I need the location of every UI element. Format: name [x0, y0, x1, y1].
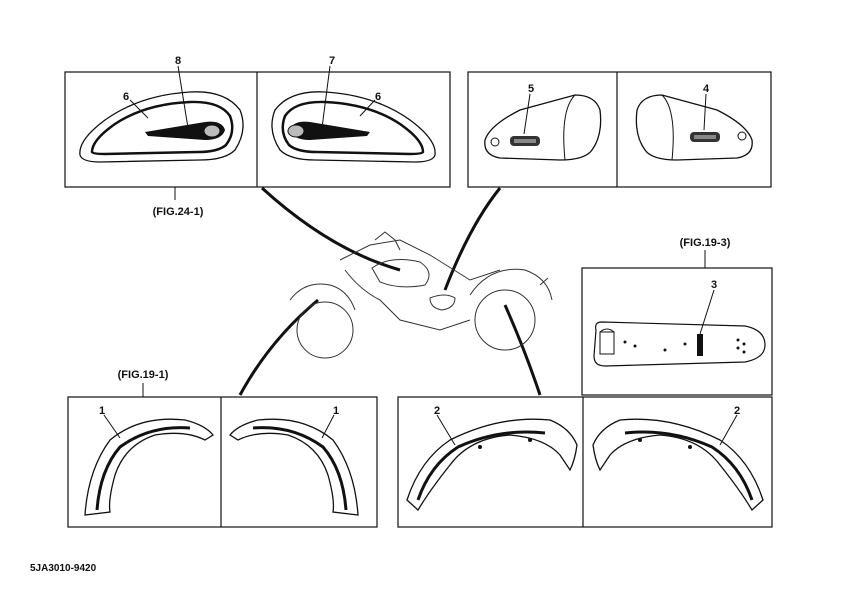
- callout-3: 3: [711, 279, 717, 291]
- front-fender-left-graphic: [84, 418, 214, 516]
- callout-6-left: 6: [123, 91, 129, 103]
- callout-7: 7: [329, 55, 335, 67]
- tank-left-graphic: [79, 91, 244, 163]
- rear-fender-right-graphic: [592, 418, 764, 512]
- callout-8: 8: [175, 55, 181, 67]
- callout-2-left: 2: [434, 405, 440, 417]
- panel-rear-fender-top: (FIG.19-3) 3: [581, 237, 773, 396]
- callout-2-right: 2: [734, 405, 740, 417]
- panel-fuel-tank: 8 6 7 6 (FIG.24-1): [64, 55, 451, 218]
- fender-top-graphic: [593, 321, 766, 367]
- motorcycle-outline: [289, 231, 553, 359]
- panel-rear-fender: 2 2: [397, 396, 773, 528]
- side-cover-left-graphic: [484, 94, 602, 161]
- diagram-code: 5JA3010-9420: [30, 563, 97, 574]
- fig-ref-19-1: (FIG.19-1): [118, 369, 169, 381]
- leader-lines: [238, 186, 542, 396]
- fig-ref-19-3: (FIG.19-3): [680, 237, 731, 249]
- callout-line-3: [699, 289, 715, 335]
- callout-5: 5: [528, 83, 534, 95]
- callout-lines-covers: [523, 93, 707, 135]
- tank-right-graphic: [271, 91, 436, 163]
- callout-6-right: 6: [375, 91, 381, 103]
- front-fender-right-graphic: [229, 418, 359, 516]
- callout-1-right: 1: [333, 405, 339, 417]
- panel-side-covers: 5 4: [467, 71, 772, 188]
- rear-fender-left-graphic: [406, 418, 578, 512]
- side-cover-right-graphic: [635, 94, 753, 161]
- callout-4: 4: [703, 83, 710, 95]
- callout-lines-tank: [129, 65, 376, 129]
- callout-1-left: 1: [99, 405, 105, 417]
- callout-lines-front-fender: [103, 414, 335, 439]
- panel-front-fender: (FIG.19-1) 1 1: [67, 369, 378, 528]
- callout-lines-rear-fender: [436, 414, 738, 446]
- fig-ref-24-1: (FIG.24-1): [153, 206, 204, 218]
